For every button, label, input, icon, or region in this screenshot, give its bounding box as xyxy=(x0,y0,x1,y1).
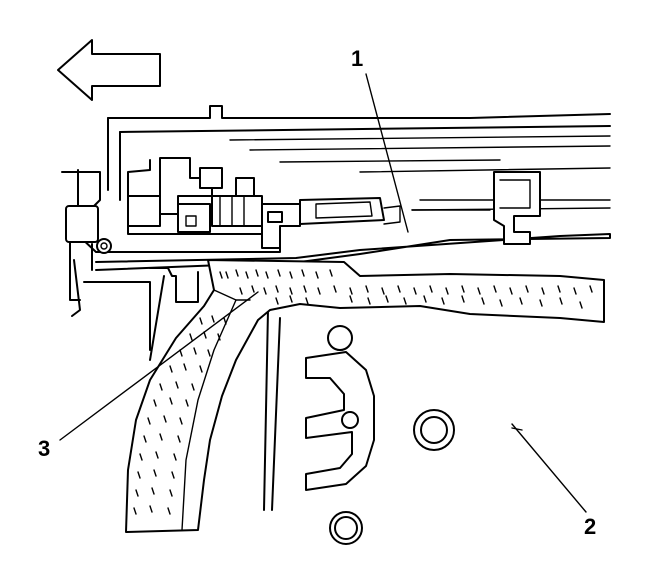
seat-trim-panel xyxy=(71,259,523,545)
arrow-left-icon xyxy=(57,39,161,101)
callout-2: 2 xyxy=(584,514,596,539)
callout-3: 3 xyxy=(38,436,50,461)
leader-lines xyxy=(59,73,587,513)
seat-adjuster-mechanism xyxy=(61,105,611,301)
callout-1: 1 xyxy=(351,46,363,71)
textured-strap xyxy=(125,259,605,533)
